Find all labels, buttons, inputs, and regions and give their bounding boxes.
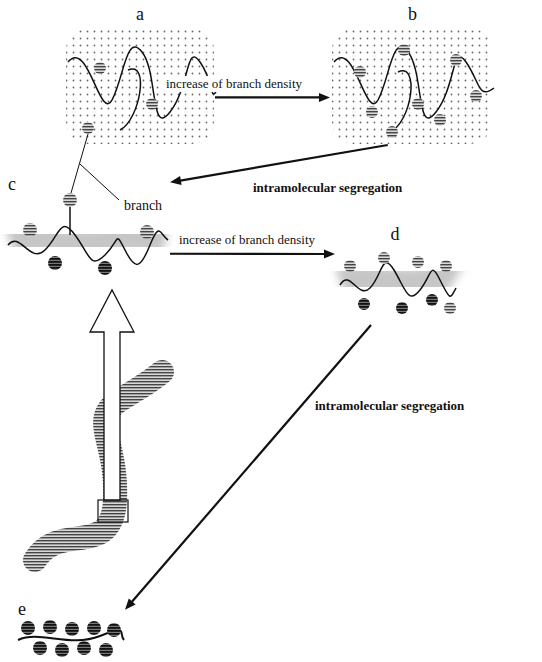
process-arrow [125,325,371,610]
illustration-panel: a [65,5,215,145]
arrow-line [131,325,371,603]
illustration-panel: e [15,600,125,658]
arrow-label: intramolecular segregation [312,398,467,414]
leader-line [71,134,119,200]
arrow-line [215,96,321,98]
part-label: branch [122,198,164,215]
illustration-panel: c [5,175,170,280]
illustration-panel: d [335,225,455,325]
arrow-line [179,145,388,181]
arrow-label: increase of branch density [176,232,318,248]
dense-chain-e [18,620,124,657]
panel-letter: b [405,5,420,25]
arrowhead [170,176,182,185]
panel-letter: c [5,175,19,195]
arrowhead [324,249,335,258]
process-arrow [215,93,330,102]
arrow-line [170,253,326,255]
process-arrow [170,249,335,258]
process-arrow [170,145,388,185]
arrow-label: intramolecular segregation [250,180,405,196]
segregated-chain-d [340,252,456,314]
arrowhead [319,93,330,102]
arrow-label: increase of branch density [163,76,305,92]
segregated-chain-c [8,193,168,275]
panel-letter: d [388,225,403,245]
illustration-panel: b [330,5,495,145]
panel-letter: e [15,600,29,620]
arrowhead [125,599,136,610]
worm-magnification [35,290,162,560]
coil-b [332,28,494,144]
panel-letter: a [133,5,147,25]
